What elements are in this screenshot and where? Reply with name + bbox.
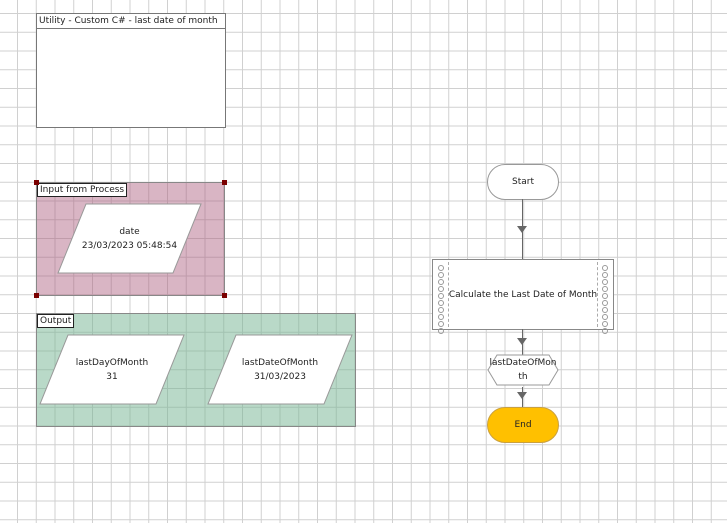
- utility-note-title: Utility - Custom C# - last date of month: [37, 14, 225, 29]
- input-group-block[interactable]: Input from Process date 23/03/2023 05:48…: [34, 180, 227, 298]
- process-step[interactable]: Calculate the Last Date of Month: [432, 259, 614, 334]
- process-rail-left: [435, 264, 447, 334]
- output-group-block[interactable]: Output lastDayOfMonth 31 lastDateOfMonth…: [36, 313, 356, 427]
- output-item-value: 31: [106, 371, 118, 382]
- output-data-item[interactable]: lastDateOfMonth 31/03/2023: [207, 334, 353, 405]
- input-item-value: 23/03/2023 05:48:54: [81, 240, 178, 251]
- parallelogram-shape: [39, 334, 185, 405]
- hexagon-label-line1: lastDateOfMon: [489, 358, 557, 368]
- hexagon-shape: [487, 354, 559, 386]
- selection-handle[interactable]: [34, 180, 39, 185]
- process-rail-right: [599, 264, 611, 334]
- parallelogram-shape: [57, 203, 202, 274]
- input-group-label: Input from Process: [37, 183, 128, 197]
- start-label: Start: [512, 177, 534, 187]
- process-divider: [597, 262, 598, 327]
- data-hexagon[interactable]: lastDateOfMon th: [487, 354, 559, 386]
- utility-note-box[interactable]: Utility - Custom C# - last date of month: [36, 13, 226, 128]
- end-terminal[interactable]: End: [487, 407, 559, 443]
- selection-handle[interactable]: [222, 180, 227, 185]
- process-divider: [448, 262, 449, 327]
- process-label: Calculate the Last Date of Month: [448, 289, 598, 300]
- input-item-name: date: [119, 226, 140, 237]
- output-item-name: lastDateOfMonth: [241, 357, 319, 368]
- arrow-down-icon: [517, 226, 527, 233]
- output-item-value: 31/03/2023: [254, 371, 306, 382]
- arrow-down-icon: [517, 338, 527, 345]
- selection-handle[interactable]: [222, 293, 227, 298]
- output-data-item[interactable]: lastDayOfMonth 31: [39, 334, 185, 405]
- end-label: End: [514, 420, 532, 430]
- output-group-label: Output: [37, 314, 75, 328]
- input-data-item[interactable]: date 23/03/2023 05:48:54: [57, 203, 202, 274]
- selection-handle[interactable]: [34, 293, 39, 298]
- parallelogram-shape: [207, 334, 353, 405]
- output-item-name: lastDayOfMonth: [75, 357, 149, 368]
- arrow-down-icon: [517, 392, 527, 399]
- start-terminal[interactable]: Start: [487, 164, 559, 200]
- hexagon-label-line2: th: [518, 372, 528, 382]
